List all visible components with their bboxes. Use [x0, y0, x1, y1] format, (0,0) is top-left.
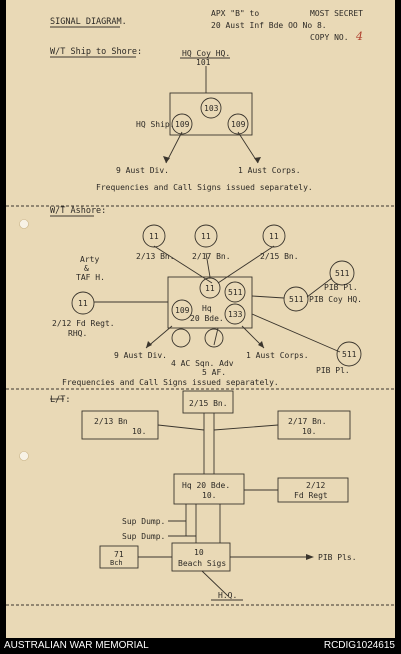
lt-bn13-b: 10. [132, 427, 146, 436]
fd-code: 11 [78, 299, 88, 308]
fd-name-a: 2/12 Fd Regt. [52, 319, 115, 328]
lt-bn17-a: 2/17 Bn. [288, 417, 327, 426]
lt-ho: H.Q. [218, 591, 237, 600]
pib-pl-bot-code: 511 [342, 350, 357, 359]
ashore-dest-left: 9 Aust Div. [114, 351, 167, 360]
lt-bn15: 2/15 Bn. [189, 399, 228, 408]
bn1-code: 11 [149, 232, 159, 241]
ship-center-code: 103 [204, 104, 219, 113]
lt-fd-b: Fd Regt [294, 491, 328, 500]
bn2-code: 11 [201, 232, 211, 241]
bn1-name: 2/13 Bn. [136, 252, 175, 261]
lt-beach-a: 10 [194, 548, 204, 557]
pib-pl-top-name: PIB Pl. [324, 283, 358, 292]
lt-bn17-b: 10. [302, 427, 316, 436]
arty-label-b: & [84, 264, 89, 273]
ship-right-node: 109 [231, 120, 246, 129]
ship-top-caption: HQ Coy HQ. [182, 49, 230, 58]
bn3-code: 11 [269, 232, 279, 241]
bn2-name: 2/17 Bn. [192, 252, 231, 261]
lt-sup2: Sup Dump. [122, 532, 165, 541]
archive-id: RCDIG1024615 [323, 640, 395, 651]
punch-hole [19, 219, 29, 229]
ashore-dest-mid1: 4 AC Sqn. Adv [171, 359, 234, 368]
hq-node-right: 511 [228, 288, 243, 297]
lt-box71-b: Bch [110, 559, 123, 567]
punch-hole [19, 451, 29, 461]
pib-coy-code: 511 [289, 295, 304, 304]
lt-fd-a: 2/12 [306, 481, 325, 490]
pib-pl-top-code: 511 [335, 269, 350, 278]
lt-hq-a: Hq 20 Bde. [182, 481, 230, 490]
archive-name: AUSTRALIAN WAR MEMORIAL [4, 640, 149, 651]
ashore-dest-mid2: 5 AF. [202, 368, 226, 377]
ship-top-value: 101 [196, 58, 211, 67]
ashore-note: Frequencies and Call Signs issued separa… [62, 378, 279, 387]
copy-label: COPY NO. [310, 33, 349, 42]
section-label-ship: W/T Ship to Shore: [50, 47, 142, 57]
appendix-line1: APX "B" to [211, 9, 259, 18]
lt-sup1: Sup Dump. [122, 517, 165, 526]
lt-bn13-a: 2/13 Bn [94, 417, 128, 426]
classification: MOST SECRET [310, 9, 363, 18]
copy-number: 4 [355, 30, 363, 43]
document-sheet: SIGNAL DIAGRAM. APX "B" to 20 Aust Inf B… [6, 0, 395, 638]
pib-coy-name: PIB Coy HQ. [309, 295, 362, 304]
archive-footer: AUSTRALIAN WAR MEMORIAL RCDIG1024615 [0, 638, 401, 654]
hq-node-top: 11 [205, 284, 215, 293]
hq-node-right2: 133 [228, 310, 243, 319]
pib-pl-bot-name: PIB Pl. [316, 366, 350, 375]
hq-node-left: 109 [175, 306, 190, 315]
fd-name-b: RHQ. [68, 329, 87, 338]
lt-hq-b: 10. [202, 491, 216, 500]
ashore-dest-right: 1 Aust Corps. [246, 351, 309, 360]
section-label-lt: L/T: [50, 395, 70, 405]
bn3-name: 2/15 Bn. [260, 252, 299, 261]
lt-box71-a: 71 [114, 550, 124, 559]
arty-label-a: Arty [80, 255, 99, 264]
appendix-line2: 20 Aust Inf Bde OO No 8. [211, 21, 327, 30]
ship-hq-label: HQ Ship. [136, 120, 175, 129]
signal-diagram: SIGNAL DIAGRAM. APX "B" to 20 Aust Inf B… [6, 9, 395, 606]
diagram-title: SIGNAL DIAGRAM. [50, 17, 127, 27]
lt-beach-b: Beach Sigs [178, 559, 226, 568]
hq-name1: Hq [202, 304, 212, 313]
ship-left-dest: 9 Aust Div. [116, 166, 169, 175]
ship-note: Frequencies and Call Signs issued separa… [96, 183, 313, 192]
ship-left-node: 109 [175, 120, 190, 129]
hq-name2: 20 Bde. [190, 314, 224, 323]
section-label-ashore: W/T Ashore: [50, 206, 106, 216]
ship-right-dest: 1 Aust Corps. [238, 166, 301, 175]
arty-label-c: TAF H. [76, 273, 105, 282]
lt-pib: PIB Pls. [318, 553, 357, 562]
